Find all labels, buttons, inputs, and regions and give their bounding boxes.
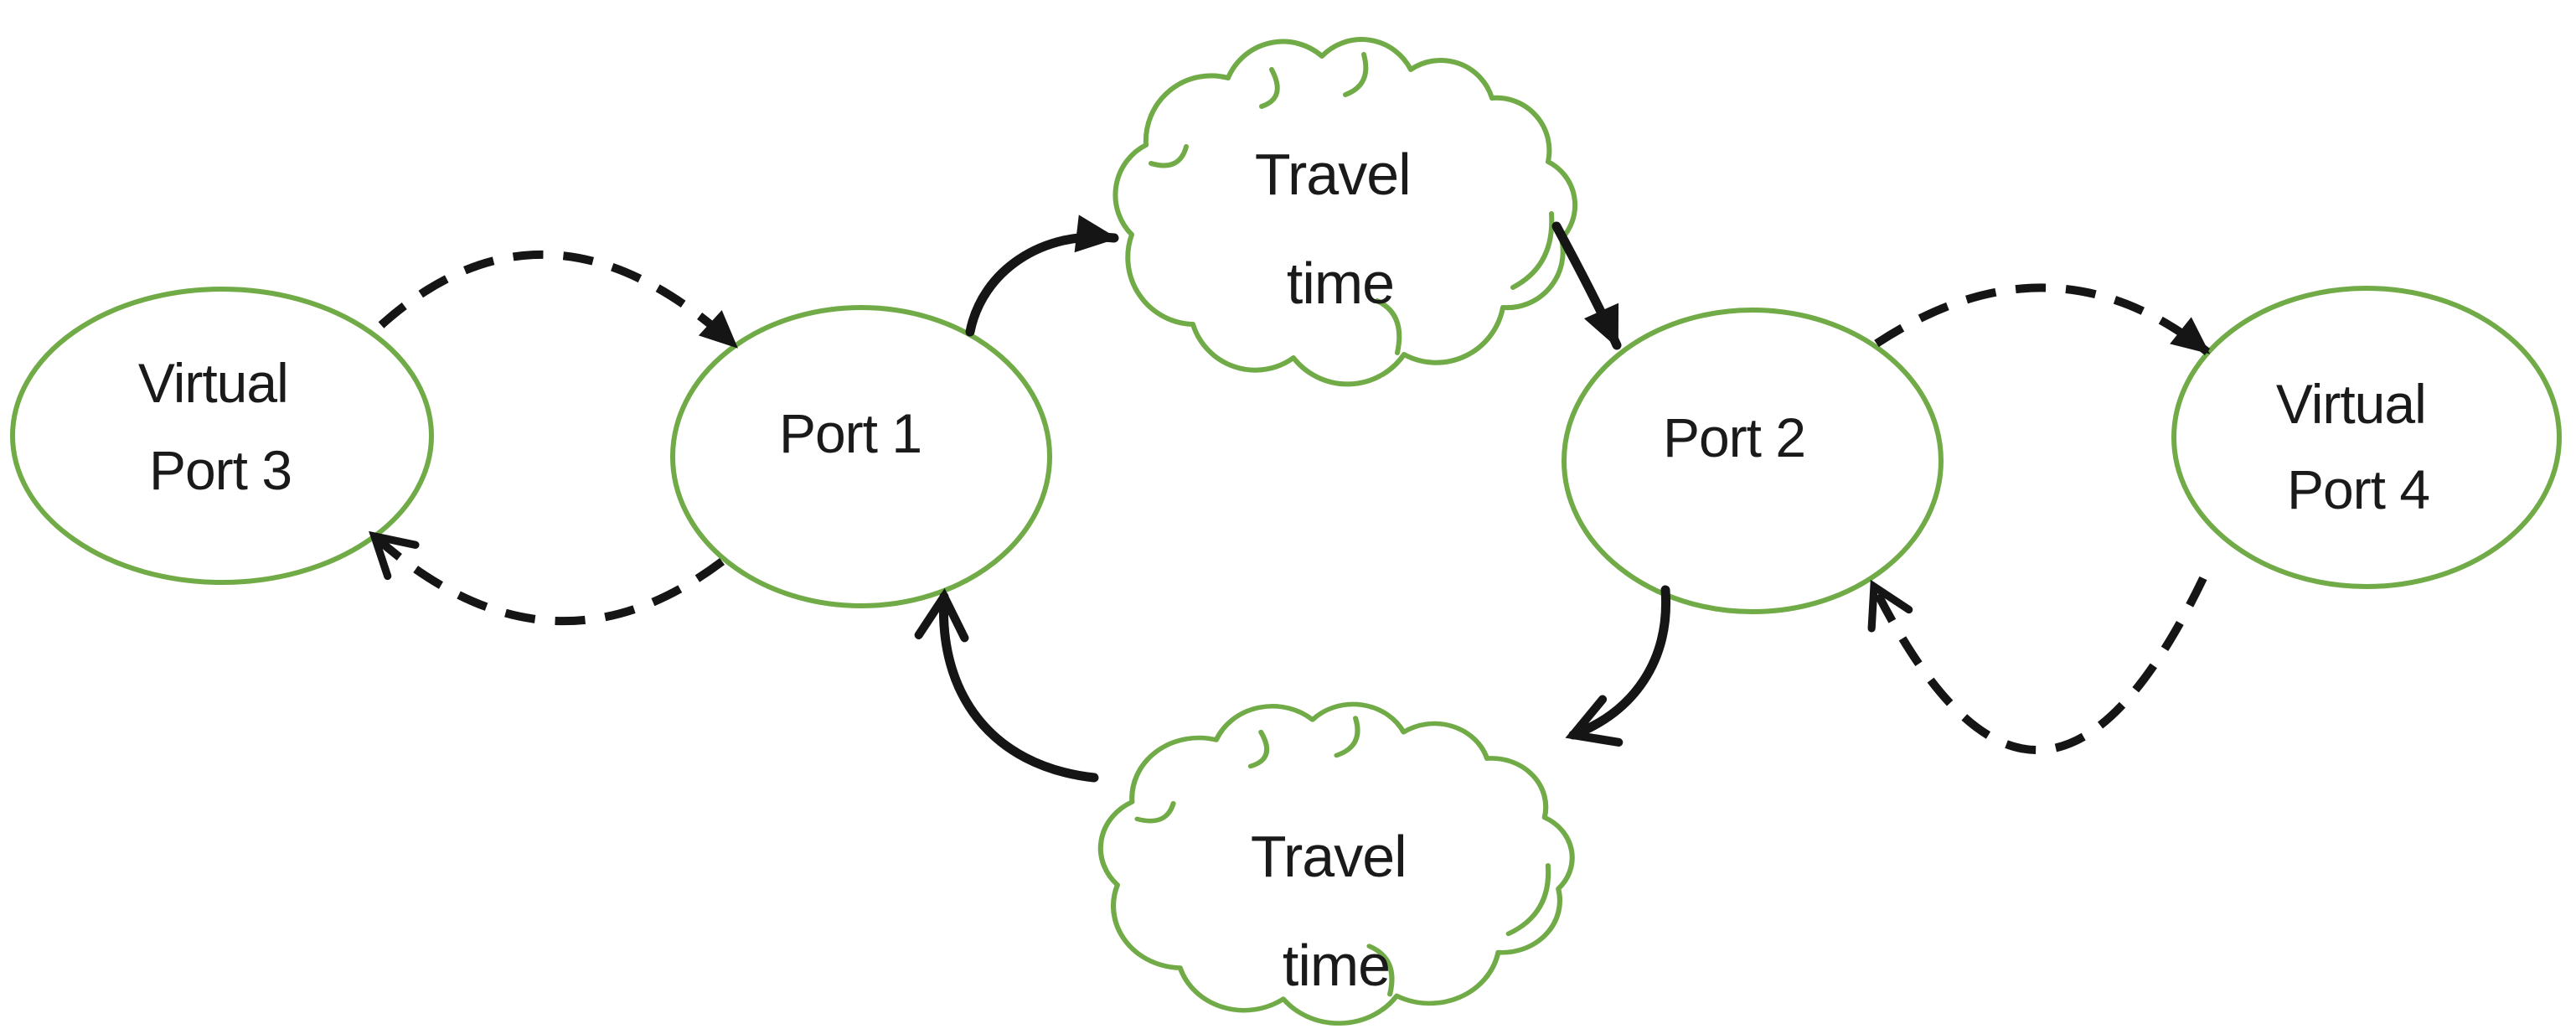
cloud-spur [1334,716,1360,758]
edge-port-1-to-virtual-port-3 [369,530,725,626]
edge-virtual-port-3-to-port-1 [378,250,739,349]
node-virtual-port-3-label: Virtual Port 3 [138,352,302,501]
edge-travel-time-top-to-port-2 [1551,221,1622,350]
label-line: Virtual [138,352,288,414]
label-line: Port 3 [149,439,292,501]
cloud-spur [1259,67,1280,109]
cloud-shape [1112,37,1578,387]
cloud-spur [1375,298,1402,355]
cloud-spur [1343,52,1369,97]
travel-time-bottom-label: Travel time [1251,824,1422,998]
cloud-spur [1510,211,1555,290]
label-line: Travel [1251,824,1407,889]
edge-port-2-to-travel-time-bottom [1565,585,1671,747]
node-port-2-label: Port 2 [1663,406,1805,468]
cloud-spur [1366,944,1395,997]
cloud-spur [1134,801,1176,824]
node-port-1-label: Port 1 [779,402,921,464]
label-line: time [1283,933,1390,998]
node-virtual-port-4 [2171,286,2562,589]
node-travel-time-top [1112,37,1578,387]
node-port-2 [1562,308,1944,614]
node-travel-time-bottom [1097,701,1575,1026]
label-line: Travel [1255,142,1411,207]
edge-port-2-to-virtual-port-4 [1874,283,2211,355]
label-line: Virtual [2276,373,2426,435]
cloud-spur [1149,144,1189,168]
node-virtual-port-4-label: Virtual Port 4 [2276,373,2440,520]
cloud-spur [1505,863,1551,937]
label-line: time [1287,251,1394,316]
label-line: Port 2 [1663,406,1805,468]
edge-virtual-port-4-to-port-2 [1867,576,2207,754]
node-port-1 [670,305,1052,608]
edge-travel-time-bottom-to-port-1 [914,587,1099,783]
node-virtual-port-3 [10,287,434,585]
cloud-spur [1247,729,1270,769]
cloud-shape [1097,701,1575,1026]
travel-time-top-label: Travel time [1255,142,1426,316]
edge-port-1-to-travel-time-top [965,215,1119,337]
label-line: Port 4 [2287,458,2429,520]
label-line: Port 1 [779,402,921,464]
